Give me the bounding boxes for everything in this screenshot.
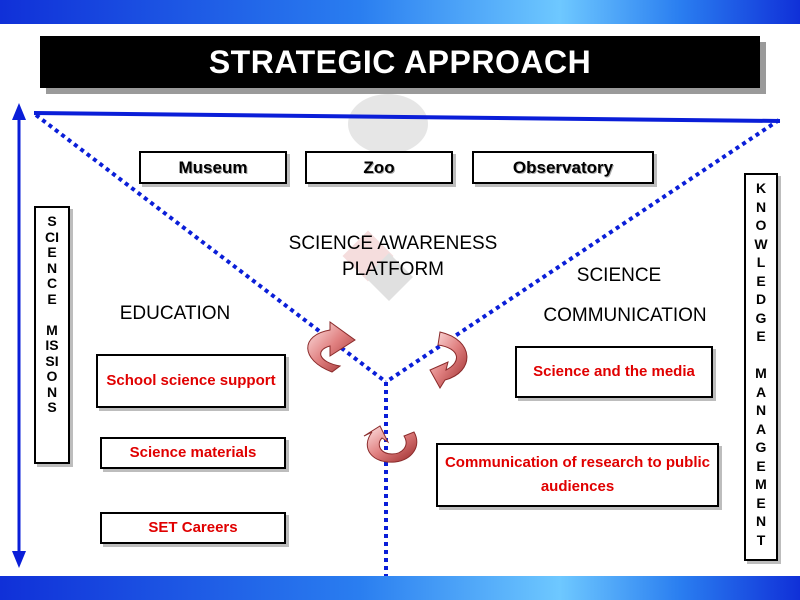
top-solid-line [33, 111, 781, 123]
vertical-letter: E [756, 494, 766, 511]
vertical-letter: E [47, 290, 57, 307]
curved-arrow-bottom-icon [363, 425, 418, 463]
vertical-letter: M [46, 321, 58, 338]
communication-label-line2: COMMUNICATION [543, 305, 707, 326]
platform-label: SCIENCE AWARENESS PLATFORM [258, 231, 528, 283]
vertical-letter: L [756, 254, 766, 270]
vertical-letter: W [754, 235, 768, 252]
vertical-letter: N [755, 198, 767, 215]
vertical-letter: T [756, 531, 766, 548]
museum-box: Museum [139, 151, 287, 184]
vertical-letter: SI [45, 352, 59, 369]
curved-arrow-right-icon [429, 331, 468, 389]
vertical-letter: O [46, 368, 58, 384]
education-label: EDUCATION [119, 303, 231, 324]
vertical-letter: IS [45, 337, 59, 353]
vertical-letter: C [46, 275, 58, 291]
vertical-letter: E [756, 328, 766, 344]
vertical-letter: N [755, 513, 767, 529]
zoo-box: Zoo [305, 151, 453, 184]
vertical-letter [759, 346, 763, 365]
left-dotted-line [34, 113, 388, 384]
vertical-letter: G [755, 439, 767, 455]
double-arrow-icon [12, 103, 26, 568]
vertical-letter: G [755, 309, 767, 326]
vertical-letter: O [755, 217, 767, 233]
vertical-letter: N [755, 402, 767, 418]
vertical-letter: S [47, 399, 57, 415]
vertical-letter: A [755, 383, 767, 400]
communication-research-box: Communication of research to public audi… [436, 443, 719, 507]
vertical-letter: A [755, 420, 767, 437]
slide-title: STRATEGIC APPROACH [40, 36, 760, 88]
vertical-letter: M [755, 365, 767, 381]
set-careers-box: SET Careers [100, 512, 286, 544]
vertical-letter: D [755, 291, 767, 307]
curved-arrow-left-icon [307, 321, 356, 373]
top-gradient-band [0, 0, 800, 24]
vertical-letter [50, 307, 54, 323]
vertical-letter: E [756, 457, 766, 474]
bottom-gradient-band [0, 576, 800, 600]
vertical-letter: K [755, 180, 767, 196]
vertical-letter: E [47, 244, 57, 260]
science-materials-box: Science materials [100, 437, 286, 469]
communication-label: SCIENCE COMMUNICATION [525, 256, 725, 336]
platform-label-line2: PLATFORM [341, 259, 445, 280]
vertical-letter: N [46, 259, 58, 276]
vertical-letter: CI [45, 228, 59, 245]
observatory-box: Observatory [472, 151, 654, 184]
school-science-support-box: School science support [96, 354, 286, 408]
vertical-letter: M [755, 476, 767, 492]
platform-label-line1: SCIENCE AWARENESS [288, 233, 498, 254]
vertical-letter: S [47, 213, 57, 229]
communication-label-line1: SCIENCE [576, 265, 662, 286]
science-and-media-box: Science and the media [515, 346, 713, 398]
vertical-letter: E [756, 272, 766, 289]
vertical-letter: N [46, 383, 58, 400]
